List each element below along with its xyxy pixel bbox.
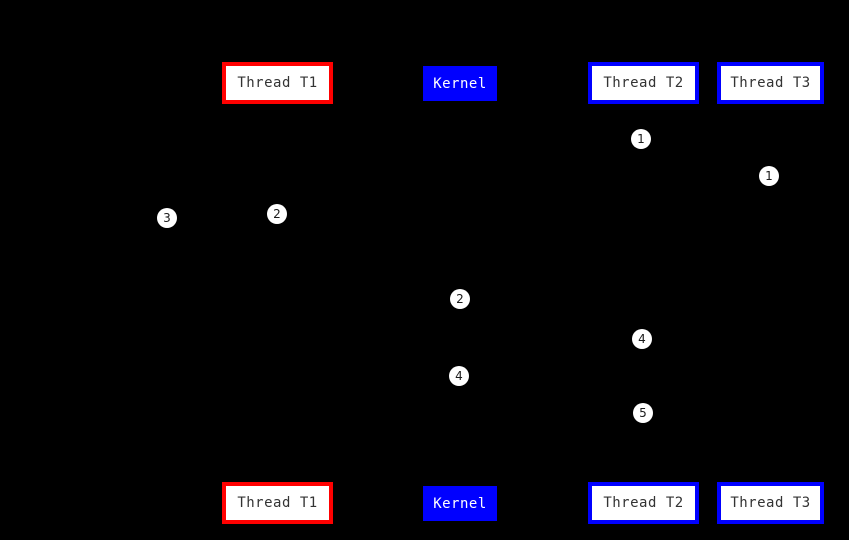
participant-thread-t1-bottom[interactable]: Thread T1 [222, 482, 333, 524]
step-bullet: 1 [759, 166, 779, 186]
participant-label: Kernel [433, 495, 487, 512]
lifeline-t3 [770, 104, 771, 482]
step-bullet: 2 [450, 289, 470, 309]
step-bullet: 1 [631, 129, 651, 149]
message-arrow [277, 214, 460, 215]
lifeline-t2 [643, 104, 644, 482]
message-arrow [277, 376, 460, 377]
step-bullet-number: 5 [639, 406, 647, 420]
participant-label: Thread T2 [603, 75, 684, 91]
participant-label: Thread T3 [730, 75, 811, 91]
message-arrow [460, 176, 770, 177]
step-bullet: 2 [267, 204, 287, 224]
message-arrow [460, 139, 643, 140]
participant-label: Kernel [433, 75, 487, 92]
lifeline-t1 [277, 104, 278, 482]
step-bullet-number: 2 [273, 207, 281, 221]
step-bullet-number: 2 [456, 292, 464, 306]
step-bullet: 4 [449, 366, 469, 386]
participant-thread-t3-top[interactable]: Thread T3 [717, 62, 824, 104]
message-arrow [460, 339, 643, 340]
step-bullet-number: 4 [638, 332, 646, 346]
participant-label: Thread T1 [237, 75, 318, 91]
message-arrow [460, 413, 643, 414]
participant-kernel-top[interactable]: Kernel [423, 66, 497, 101]
participant-thread-t3-bottom[interactable]: Thread T3 [717, 482, 824, 524]
participant-thread-t1-top[interactable]: Thread T1 [222, 62, 333, 104]
step-bullet: 5 [633, 403, 653, 423]
participant-label: Thread T1 [237, 495, 318, 511]
step-bullet-number: 1 [765, 169, 773, 183]
participant-label: Thread T3 [730, 495, 811, 511]
step-bullet-number: 3 [163, 211, 171, 225]
step-bullet: 4 [632, 329, 652, 349]
participant-thread-t2-bottom[interactable]: Thread T2 [588, 482, 699, 524]
participant-thread-t2-top[interactable]: Thread T2 [588, 62, 699, 104]
step-bullet-number: 1 [637, 132, 645, 146]
step-bullet-number: 4 [455, 369, 463, 383]
participant-label: Thread T2 [603, 495, 684, 511]
participant-kernel-bottom[interactable]: Kernel [423, 486, 497, 521]
step-bullet: 3 [157, 208, 177, 228]
message-arrow [277, 299, 460, 300]
